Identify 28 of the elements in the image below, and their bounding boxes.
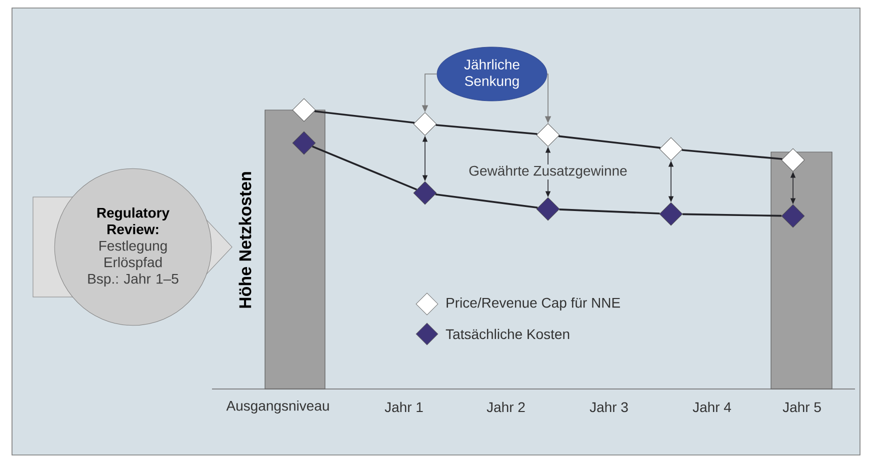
diamond-marker <box>292 98 316 122</box>
connector-line <box>435 193 538 209</box>
connector-line <box>558 135 661 149</box>
diamond-marker <box>659 137 683 161</box>
review-callout: Regulatory Review: Festlegung Erlöspfad Bsp.: Jahr 1–5 <box>32 168 232 326</box>
connector-line <box>682 213 782 217</box>
connector-line <box>682 149 782 160</box>
diamond-marker <box>781 204 805 228</box>
legend-label: Price/Revenue Cap für NNE <box>446 297 620 311</box>
axis-label: Ausgangsniveau <box>226 400 329 414</box>
annotation-text: Gewährte Zusatzgewinne <box>468 164 628 180</box>
axis-label: Jahr 3 <box>590 402 628 412</box>
axis-title: Höhe Netzkosten <box>238 172 252 308</box>
diamond-marker <box>536 197 560 221</box>
diamond-marker <box>536 123 560 147</box>
diamond-marker <box>292 131 316 155</box>
connector-line <box>559 208 660 214</box>
diamond-marker <box>659 202 683 226</box>
connector-line <box>436 124 538 135</box>
legend-label: Tatsächliche Kosten <box>446 328 570 340</box>
axis-label: Jahr 1 <box>384 402 423 412</box>
ellipse-callout: Jährliche Senkung <box>436 46 548 102</box>
axis-label: Jahr 5 <box>782 402 821 412</box>
axis-label: Jahr 4 <box>692 402 732 412</box>
diamond-marker <box>413 112 437 136</box>
diamond-marker <box>781 148 805 172</box>
diamond-marker <box>413 181 437 205</box>
axis-label: Jahr 2 <box>486 402 525 412</box>
